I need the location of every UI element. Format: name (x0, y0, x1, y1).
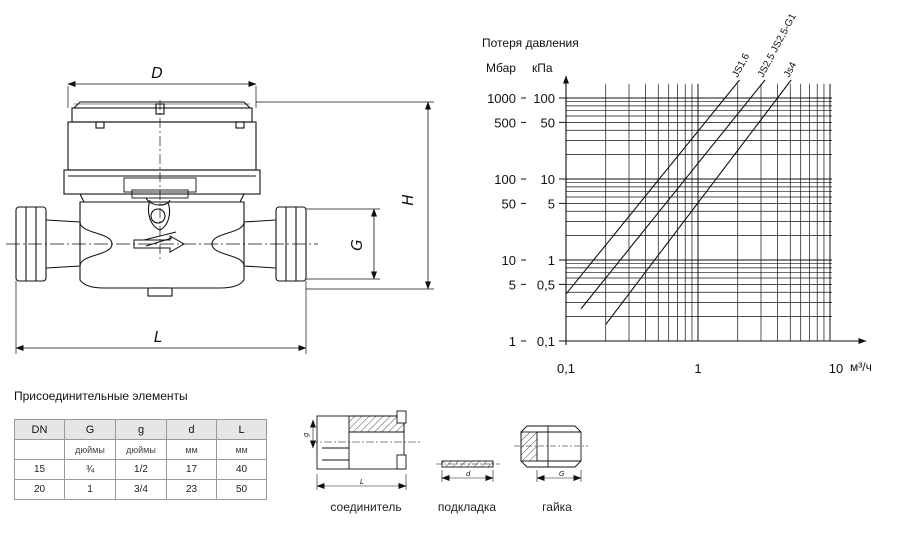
table-cell: 1 (64, 479, 116, 500)
table-cell: ¾ (64, 459, 116, 480)
connection-table: DN G g d L дюймы дюймы мм мм 15 ¾ 1/2 17… (14, 419, 267, 500)
table-header-cell: g (115, 419, 167, 440)
y-tick-label-left: 1 (509, 334, 516, 349)
y-unit-left: Мбар (486, 61, 516, 75)
water-meter-drawing (6, 81, 434, 354)
y-tick-label-left: 5 (509, 277, 516, 292)
table-unit-cell: мм (166, 439, 217, 460)
counter-housing (67, 121, 257, 171)
table-cell: 3/4 (115, 479, 167, 500)
dim-d-label: D (151, 64, 163, 82)
x-tick-label: 0,1 (557, 361, 575, 376)
table-cell: 40 (216, 459, 267, 480)
gasket-caption: подкладка (438, 500, 496, 514)
table-header-cell: d (166, 419, 217, 440)
y-tick-label-right: 0,1 (537, 334, 555, 349)
table-units-row: дюймы дюймы мм мм (14, 439, 267, 460)
lid-top (73, 101, 251, 109)
table-row: 20 1 3/4 23 50 (14, 479, 267, 500)
table-header-row: DN G g d L (14, 419, 267, 440)
table-unit-cell: дюймы (115, 439, 167, 460)
chart-grid (565, 83, 832, 342)
counter-lid (71, 107, 253, 123)
right-fitting (243, 206, 307, 282)
y-tick-label-right: 50 (541, 115, 555, 130)
table-unit-cell (14, 439, 65, 460)
table-cell: 20 (14, 479, 65, 500)
series-line (565, 79, 740, 295)
connector-dim-l: L (360, 478, 364, 486)
table-cell: 1/2 (115, 459, 167, 480)
series-label: Js4 (782, 60, 799, 79)
table-cell: 15 (14, 459, 65, 480)
y-tick-label-right: 10 (541, 172, 555, 187)
connector-part (310, 410, 420, 490)
table-row: 15 ¾ 1/2 17 40 (14, 459, 267, 480)
y-tick-label-left: 500 (494, 115, 516, 130)
connector-caption: соединитель (330, 500, 401, 514)
y-tick-label-left: 100 (494, 172, 516, 187)
chart-title: Потеря давления (482, 36, 579, 50)
left-fitting (15, 206, 81, 282)
x-tick-label: 10 (829, 361, 843, 376)
flow-arrow-icon (133, 235, 186, 253)
table-unit-cell: дюймы (64, 439, 116, 460)
nut-part (514, 425, 588, 482)
dim-g-label: G (348, 239, 366, 251)
meter-bottom-plug (147, 287, 173, 297)
y-tick-label-right: 1 (548, 253, 555, 268)
dim-l-label: L (154, 328, 162, 346)
y-tick-label-left: 50 (502, 196, 516, 211)
x-tick-label: 1 (694, 361, 701, 376)
table-header-cell: L (216, 419, 267, 440)
gasket-dim-d: d (466, 470, 471, 478)
table-header-cell: DN (14, 419, 65, 440)
chart-axes (563, 75, 867, 345)
table-cell: 23 (166, 479, 217, 500)
y-tick-label-right: 0,5 (537, 277, 555, 292)
y-tick-label-right: 5 (548, 196, 555, 211)
table-header-cell: G (64, 419, 116, 440)
nut-caption: гайка (542, 500, 572, 514)
series-line (605, 79, 792, 325)
table-cell: 17 (166, 459, 217, 480)
series-label: JS1,6 (730, 51, 752, 79)
series-line (580, 79, 766, 310)
seal-icon (123, 177, 197, 247)
y-tick-label-right: 100 (533, 91, 555, 106)
y-tick-label-left: 1000 (487, 91, 516, 106)
nut-dim-g: G (559, 470, 565, 478)
table-cell: 50 (216, 479, 267, 500)
y-tick-label-left: 10 (502, 253, 516, 268)
connection-elements-title: Присоединительные элементы (14, 389, 188, 403)
gasket-part (436, 460, 500, 482)
x-unit: м³/ч (850, 360, 872, 374)
connector-dim-g: g (302, 432, 310, 437)
dim-h-label: H (399, 194, 417, 205)
table-unit-cell: мм (216, 439, 267, 460)
counter-ring (63, 169, 261, 195)
y-unit-right: кПа (532, 61, 553, 75)
meter-body (79, 201, 245, 289)
